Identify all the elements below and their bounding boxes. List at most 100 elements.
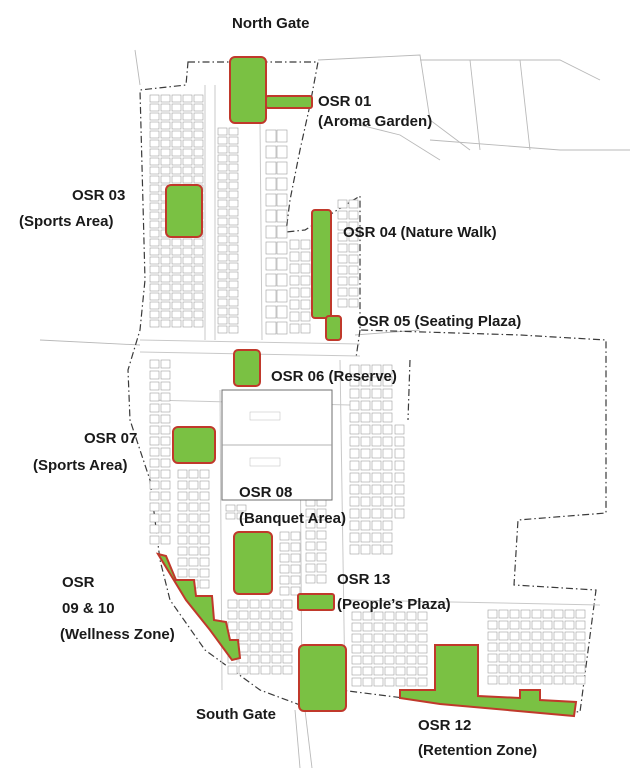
- lot: [217, 145, 228, 154]
- lot: [531, 609, 542, 619]
- lot: [406, 644, 417, 654]
- lot: [182, 283, 193, 292]
- lot: [160, 480, 171, 490]
- lot: [160, 130, 171, 139]
- lot: [487, 675, 498, 685]
- lot: [182, 130, 193, 139]
- lot: [276, 193, 288, 207]
- lot: [276, 177, 288, 191]
- lot: [182, 175, 193, 184]
- lot: [564, 675, 575, 685]
- central-block: [221, 389, 333, 501]
- map-labels: North Gate South Gate OSR 01 (Aroma Gard…: [19, 15, 537, 759]
- osr-07-label-line-2: (Sports Area): [33, 457, 127, 474]
- lot: [149, 301, 160, 310]
- lot: [300, 323, 311, 334]
- lot: [276, 129, 288, 143]
- lot: [236, 512, 247, 520]
- lot: [225, 504, 236, 512]
- lot: [351, 666, 362, 676]
- osr-04-area: [311, 209, 332, 319]
- lot: [188, 535, 199, 545]
- lot: [193, 130, 204, 139]
- lot: [289, 251, 300, 262]
- lot: [575, 653, 586, 663]
- lot: [276, 209, 288, 223]
- lot: [371, 448, 382, 459]
- lot: [171, 103, 182, 112]
- lot: [395, 633, 406, 643]
- lot: [373, 677, 384, 687]
- lot: [171, 310, 182, 319]
- lot: [199, 502, 210, 512]
- lot: [182, 139, 193, 148]
- lot: [406, 611, 417, 621]
- lot: [265, 129, 277, 143]
- lot: [228, 280, 239, 289]
- lot: [217, 163, 228, 172]
- lot: [316, 574, 327, 584]
- lot: [384, 622, 395, 632]
- osr-13-label-line-2: (People’s Plaza): [337, 596, 451, 613]
- lot: [417, 622, 428, 632]
- lot: [395, 644, 406, 654]
- lot: [217, 226, 228, 235]
- lot: [394, 484, 405, 495]
- lot: [498, 620, 509, 630]
- lot: [305, 508, 316, 518]
- surrounding-plots: [39, 49, 630, 768]
- lot: [217, 289, 228, 298]
- lot: [171, 292, 182, 301]
- lot: [149, 211, 160, 220]
- lot: [160, 491, 171, 501]
- lot: [149, 292, 160, 301]
- lot: [520, 609, 531, 619]
- lot: [362, 644, 373, 654]
- lot: [238, 643, 249, 653]
- lot: [394, 496, 405, 507]
- lot: [149, 94, 160, 103]
- lot: [384, 611, 395, 621]
- lot: [384, 633, 395, 643]
- lot: [228, 199, 239, 208]
- lot: [349, 388, 360, 399]
- lot: [553, 675, 564, 685]
- lot: [349, 436, 360, 447]
- lot: [553, 653, 564, 663]
- lot: [238, 632, 249, 642]
- lot: [199, 480, 210, 490]
- lot: [260, 610, 271, 620]
- lot: [182, 166, 193, 175]
- lot: [171, 319, 182, 328]
- lot: [371, 388, 382, 399]
- lot: [149, 436, 160, 446]
- lot: [395, 622, 406, 632]
- osr-13-area: [297, 593, 335, 611]
- lot: [520, 642, 531, 652]
- lot: [520, 620, 531, 630]
- lot: [160, 265, 171, 274]
- lot: [171, 256, 182, 265]
- lot: [487, 664, 498, 674]
- lot: [349, 376, 360, 387]
- lot: [149, 370, 160, 380]
- lot: [362, 622, 373, 632]
- lot: [199, 469, 210, 479]
- lot: [349, 424, 360, 435]
- lot: [228, 181, 239, 190]
- lot: [487, 642, 498, 652]
- lot: [193, 319, 204, 328]
- lot: [276, 257, 288, 271]
- lot: [265, 305, 277, 319]
- lot: [271, 610, 282, 620]
- lot: [271, 599, 282, 609]
- lot: [498, 675, 509, 685]
- lot: [149, 238, 160, 247]
- lot: [371, 508, 382, 519]
- lot: [417, 611, 428, 621]
- lot: [300, 263, 311, 274]
- lot: [149, 469, 160, 479]
- lot: [217, 181, 228, 190]
- osr-06-area: [233, 349, 261, 387]
